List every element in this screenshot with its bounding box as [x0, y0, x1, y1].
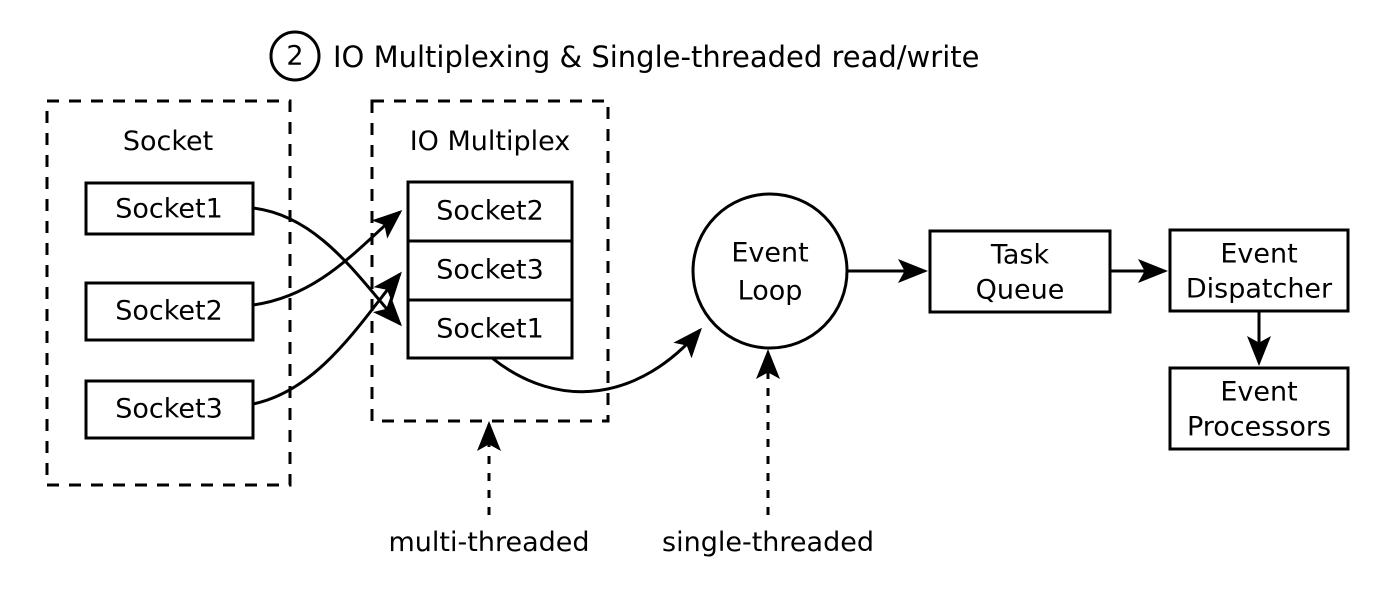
socket-box-3-label: Socket3: [115, 394, 223, 425]
event-dispatcher-rect: [1168, 228, 1350, 313]
step-marker: 2: [269, 30, 321, 82]
edge-socket3-to-multiplex: [252, 271, 402, 406]
event-loop-circle: [691, 192, 849, 350]
socket-box-1-rect: [84, 181, 255, 236]
edge-socket1-to-multiplex: [252, 206, 403, 327]
event-processors-label-line2: Processors: [1187, 412, 1331, 443]
socket-box-2-label: Socket2: [115, 296, 223, 327]
socket-box-1[interactable]: Socket1: [84, 181, 255, 236]
io-multiplex-item-2-label: Socket3: [436, 255, 544, 286]
socket-box-3[interactable]: Socket3: [84, 379, 255, 440]
socket-group-title: Socket: [123, 126, 213, 157]
task-queue-rect: [928, 229, 1112, 314]
socket-box-3-rect: [84, 379, 255, 440]
event-processors-rect: [1168, 366, 1350, 451]
task-queue-node[interactable]: Task Queue: [928, 229, 1112, 314]
event-loop-label-line2: Loop: [738, 276, 803, 307]
io-multiplex-stack-rect: [406, 180, 574, 360]
multi-threaded-label: multi-threaded: [389, 527, 590, 558]
edge-multiplex-to-event-loop: [491, 327, 702, 394]
event-processors-label-line1: Event: [1220, 377, 1297, 408]
event-processors-node[interactable]: Event Processors: [1168, 366, 1350, 451]
socket-box-2[interactable]: Socket2: [84, 281, 255, 342]
task-queue-label-line2: Queue: [976, 275, 1065, 306]
single-threaded-label: single-threaded: [662, 527, 874, 558]
socket-group-boundary: [45, 99, 292, 487]
event-loop-node[interactable]: Event Loop: [691, 192, 849, 350]
io-multiplex-group-boundary: [370, 99, 610, 423]
event-dispatcher-node[interactable]: Event Dispatcher: [1168, 228, 1350, 313]
page-title: IO Multiplexing & Single-threaded read/w…: [333, 40, 979, 74]
io-multiplex-stack: Socket2 Socket3 Socket1: [406, 180, 574, 360]
step-marker-number: 2: [286, 41, 303, 72]
socket-box-2-rect: [84, 281, 255, 342]
event-loop-label-line1: Event: [731, 238, 808, 269]
io-multiplex-item-1-label: Socket2: [436, 196, 544, 227]
event-dispatcher-label-line2: Dispatcher: [1186, 274, 1333, 305]
step-marker-circle: [269, 30, 321, 82]
task-queue-label-line1: Task: [990, 240, 1050, 271]
socket-box-1-label: Socket1: [115, 194, 223, 225]
io-multiplex-item-3-label: Socket1: [436, 314, 544, 345]
event-dispatcher-label-line1: Event: [1220, 239, 1297, 270]
io-multiplex-group-title: IO Multiplex: [410, 126, 571, 157]
edge-socket2-to-multiplex: [252, 210, 403, 307]
